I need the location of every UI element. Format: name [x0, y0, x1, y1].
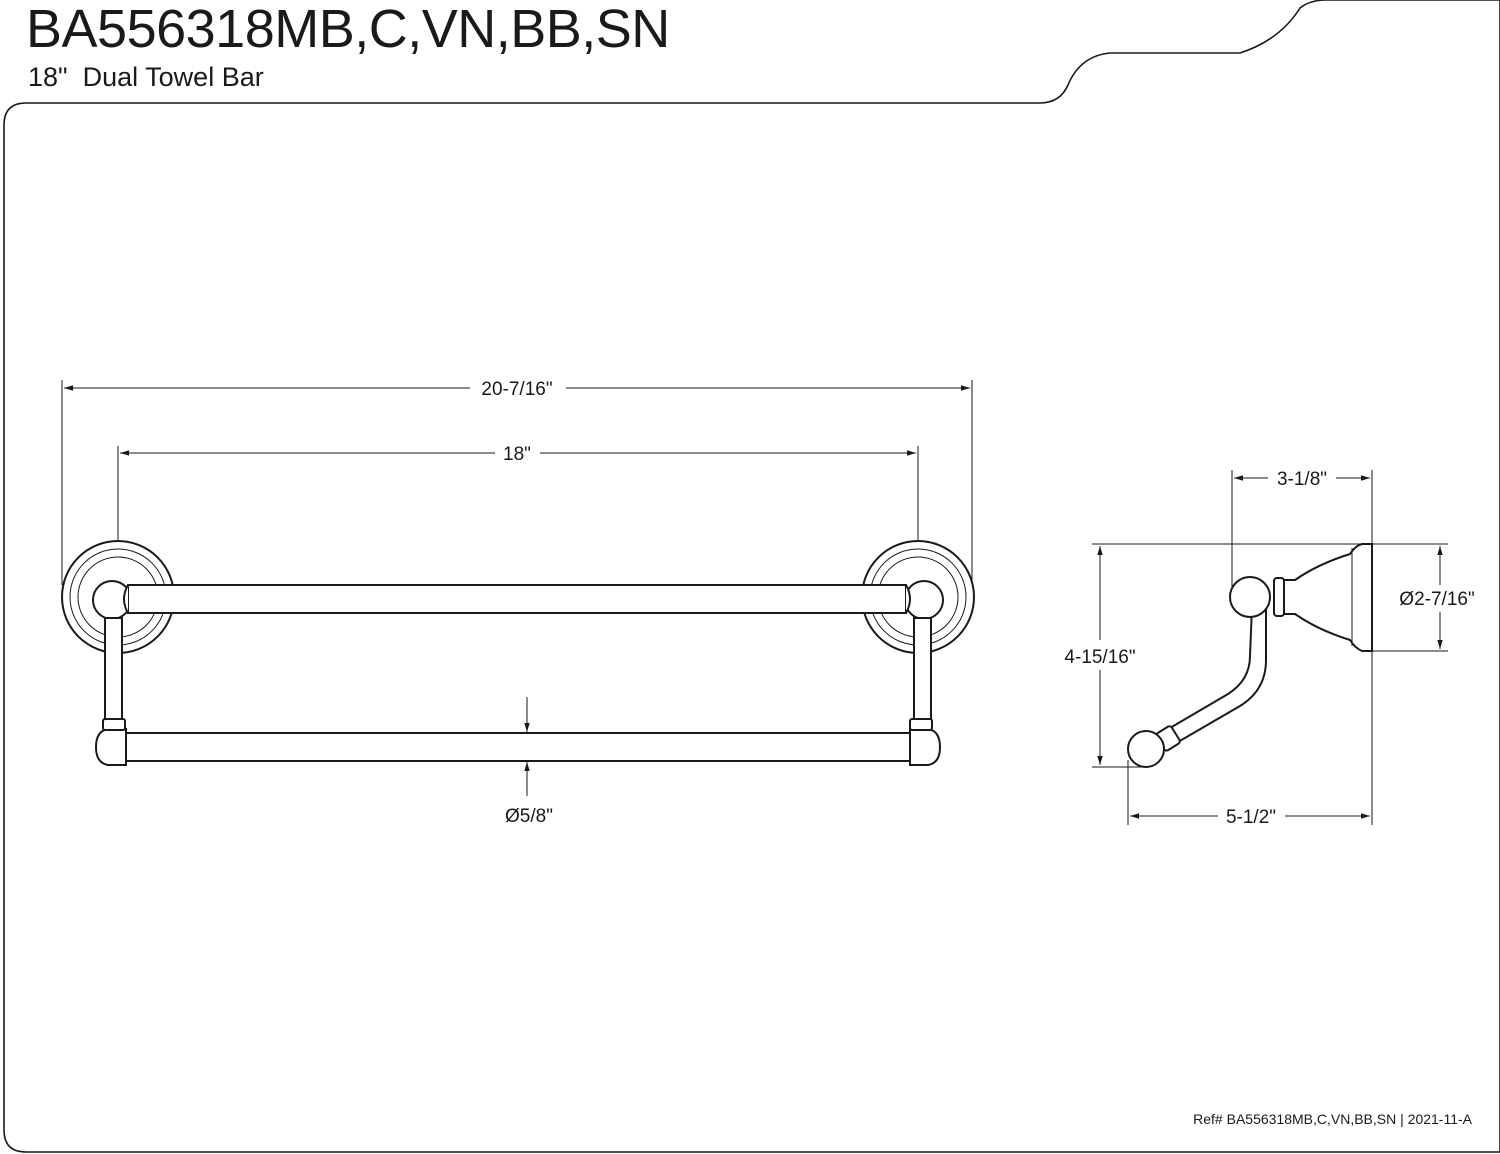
lower-bar — [125, 732, 911, 762]
flange-diameter-label: Ø2-7/16" — [1399, 589, 1474, 610]
height-label: 4-15/16" — [1064, 647, 1135, 668]
reference-footer: Ref# BA556318MB,C,VN,BB,SN | 2021-11-A — [1193, 1111, 1472, 1127]
right-arm — [913, 617, 932, 721]
left-end-cap — [94, 728, 127, 766]
bar-diameter-label: Ø5/8" — [505, 806, 553, 827]
model-number: BA556318MB,C,VN,BB,SN — [26, 0, 670, 59]
drawing-border — [3, 0, 1500, 1153]
side-flange — [1279, 543, 1373, 652]
overall-length-label: 20-7/16" — [481, 379, 552, 400]
front-view: 20-7/16" 18" — [61, 379, 975, 827]
left-flange — [61, 540, 175, 654]
product-description: 18" Dual Towel Bar — [28, 62, 264, 92]
upper-bar — [127, 584, 907, 614]
side-view: 3-1/8" 4-15/16" Ø2-7/16" 5-1/2" — [1064, 469, 1474, 828]
center-to-center-label: 18" — [503, 444, 531, 465]
right-end-cap — [909, 728, 942, 766]
projection-top-label: 3-1/8" — [1277, 469, 1327, 490]
left-arm — [104, 617, 123, 721]
projection-total-label: 5-1/2" — [1226, 807, 1276, 828]
side-arm — [1168, 605, 1267, 744]
